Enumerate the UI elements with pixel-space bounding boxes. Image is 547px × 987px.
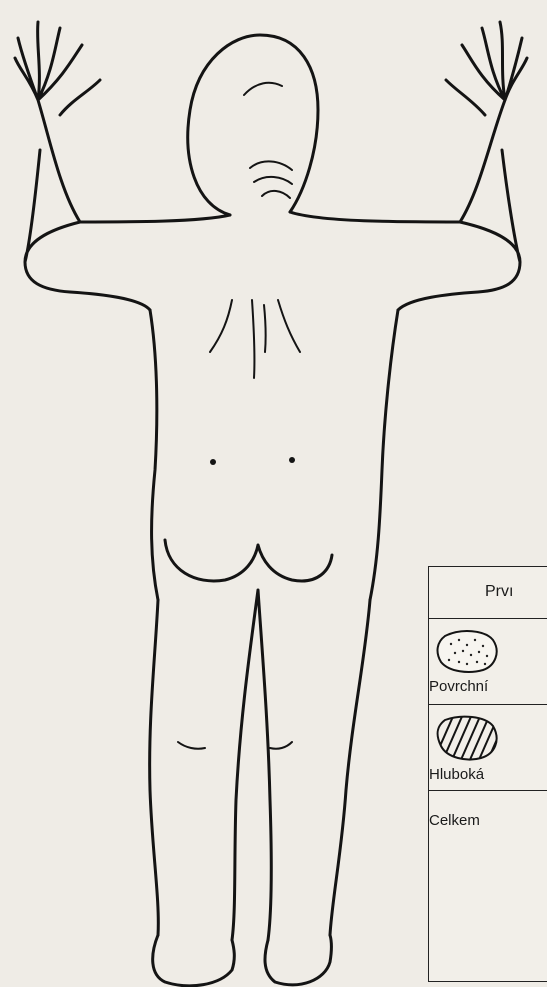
- torso-outline: [150, 310, 398, 600]
- knee-detail: [178, 742, 292, 749]
- buttocks-outline: [165, 540, 332, 581]
- feet-outline: [153, 935, 332, 986]
- dimple-right: [289, 457, 295, 463]
- head-outline: [188, 35, 318, 215]
- legend-header-row: Prvı: [429, 567, 547, 619]
- legend-label-deep: Hluboká: [429, 766, 484, 783]
- legend-header: Prvı: [485, 583, 513, 601]
- hatched-swatch-icon: [433, 712, 503, 764]
- head-detail: [244, 83, 292, 198]
- legend-label-total: Celkem: [429, 812, 480, 829]
- legs-outline: [150, 590, 370, 940]
- legend-row-deep: Hluboká: [429, 704, 547, 791]
- legend-row-superficial: Povrchní: [429, 618, 547, 705]
- dimple-left: [210, 459, 216, 465]
- right-arm-outline: [290, 22, 527, 310]
- legend-table: Prvı Povrchní: [428, 566, 547, 982]
- left-arm-outline: [15, 22, 230, 310]
- legend-row-total: Celkem: [429, 790, 547, 980]
- spine-detail: [210, 300, 300, 378]
- dotted-swatch-icon: [433, 626, 503, 676]
- legend-label-superficial: Povrchní: [429, 678, 488, 695]
